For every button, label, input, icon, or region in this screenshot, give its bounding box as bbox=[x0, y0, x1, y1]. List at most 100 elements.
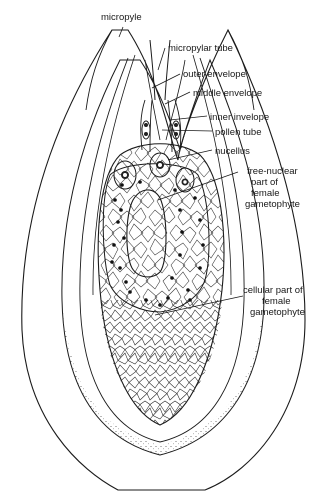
tissue-cell bbox=[215, 346, 225, 357]
tissue-cell bbox=[180, 401, 190, 412]
tissue-cell bbox=[204, 322, 214, 333]
tissue-cell bbox=[125, 346, 135, 357]
cellular-gametophyte-tissue bbox=[88, 298, 237, 431]
tissue-cell bbox=[122, 334, 132, 345]
tissue-cell bbox=[182, 334, 192, 345]
free-nucleus bbox=[170, 276, 174, 280]
tissue-cell bbox=[198, 353, 208, 364]
tissue-cell bbox=[155, 346, 165, 357]
free-nucleus bbox=[144, 298, 148, 302]
tissue-cell bbox=[137, 389, 147, 400]
tissue-cell bbox=[149, 210, 163, 226]
tissue-cell bbox=[191, 310, 201, 321]
tissue-cell bbox=[133, 298, 143, 309]
tissue-cell bbox=[175, 346, 185, 357]
tissue-cell bbox=[128, 353, 138, 364]
free-nucleus bbox=[178, 253, 182, 257]
tissue-cell bbox=[136, 179, 150, 195]
free-nucleus bbox=[118, 266, 122, 270]
tissue-cell bbox=[195, 346, 205, 357]
free-nucleus bbox=[173, 188, 177, 192]
tissue-cell bbox=[150, 401, 160, 412]
label-free-nuclear-line1: free-nuclear bbox=[247, 166, 298, 177]
tissue-cell bbox=[153, 408, 163, 419]
tissue-cell bbox=[206, 365, 216, 376]
tissue-cell bbox=[177, 389, 187, 400]
free-nucleus bbox=[110, 260, 114, 264]
tissue-cell bbox=[103, 298, 113, 309]
tissue-cell bbox=[113, 408, 123, 419]
tissue-cell bbox=[167, 389, 177, 400]
tissue-cell bbox=[144, 322, 154, 333]
tissue-cell bbox=[193, 298, 203, 309]
tissue-cell bbox=[179, 377, 189, 388]
label-nucellus: nucellus bbox=[215, 146, 250, 157]
tissue-cell bbox=[111, 310, 121, 321]
free-nucleus bbox=[201, 243, 205, 247]
tissue-cell bbox=[122, 274, 136, 290]
tissue-cell bbox=[163, 408, 173, 419]
tissue-cell bbox=[134, 322, 144, 333]
tissue-cell bbox=[133, 242, 147, 258]
tissue-cell bbox=[211, 310, 221, 321]
tissue-cell bbox=[85, 291, 99, 307]
free-nucleus bbox=[188, 298, 192, 302]
tissue-cell bbox=[138, 353, 148, 364]
tissue-cell bbox=[131, 310, 141, 321]
tissue-cell bbox=[170, 401, 180, 412]
tissue-cell bbox=[171, 420, 181, 431]
tissue-cell bbox=[225, 291, 239, 307]
tissue-cell bbox=[125, 258, 139, 274]
tissue-cell bbox=[165, 346, 175, 357]
tissue-cell bbox=[164, 322, 174, 333]
tissue-cell bbox=[118, 353, 128, 364]
tissue-cell bbox=[148, 353, 158, 364]
tissue-cell bbox=[146, 365, 156, 376]
tissue-cell bbox=[174, 243, 188, 259]
label-middle-envelope: middle envelope bbox=[193, 88, 262, 99]
tissue-cell bbox=[184, 322, 194, 333]
gametophyte-cavity bbox=[127, 190, 166, 277]
tissue-cell bbox=[132, 334, 142, 345]
tissue-cell bbox=[147, 389, 157, 400]
free-nucleus bbox=[119, 208, 123, 212]
tissue-cell bbox=[84, 257, 98, 273]
tissue-cell bbox=[86, 160, 100, 176]
archegonia bbox=[114, 153, 194, 192]
tissue-cell bbox=[94, 322, 104, 333]
tissue-cell bbox=[175, 272, 189, 288]
tissue-cell bbox=[112, 227, 126, 243]
tissue-cell bbox=[164, 144, 178, 160]
tissue-cell bbox=[159, 377, 169, 388]
tissue-cell bbox=[142, 255, 156, 271]
free-nucleus bbox=[120, 183, 124, 187]
label-micropyle: micropyle bbox=[101, 12, 142, 23]
tissue-cell bbox=[150, 239, 164, 255]
tissue-cell bbox=[99, 377, 109, 388]
tissue-cell bbox=[181, 310, 191, 321]
tissue-cell bbox=[210, 192, 224, 208]
tissue-cell bbox=[173, 408, 183, 419]
tissue-cell bbox=[183, 408, 193, 419]
tissue-cell bbox=[163, 275, 177, 291]
tissue-cell bbox=[218, 353, 228, 364]
tissue-cell bbox=[153, 298, 163, 309]
tissue-cell bbox=[109, 377, 119, 388]
tissue-cell bbox=[216, 365, 226, 376]
label-inner-envelope: inner invelope bbox=[210, 112, 269, 123]
tissue-cell bbox=[227, 194, 241, 210]
tissue-cell bbox=[106, 365, 116, 376]
tissue-cell bbox=[104, 243, 118, 259]
label-free-nuclear-line4: gametophyte bbox=[245, 199, 300, 210]
free-nucleus bbox=[193, 196, 197, 200]
free-nucleus bbox=[158, 303, 162, 307]
tissue-cell bbox=[153, 223, 167, 239]
tissue-cell bbox=[169, 377, 179, 388]
free-nucleus bbox=[128, 290, 132, 294]
tissue-cell bbox=[203, 242, 217, 258]
tissue-cell bbox=[188, 353, 198, 364]
free-nucleus bbox=[186, 288, 190, 292]
free-nucleus bbox=[138, 180, 142, 184]
tissue-cell bbox=[190, 211, 204, 227]
